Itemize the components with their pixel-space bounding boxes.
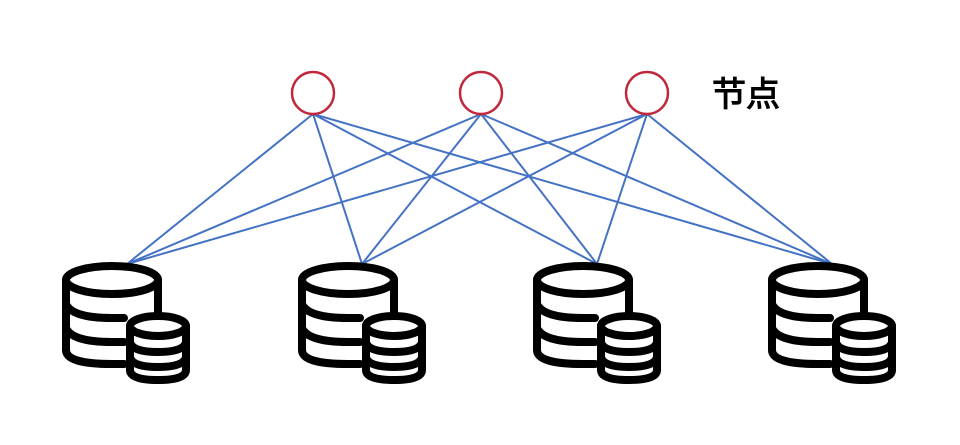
circle-node-icon [458,70,504,116]
edge-line-10 [361,113,648,265]
database-stack-icon [298,262,426,385]
edge-line-2 [312,113,363,265]
edge-line-3 [312,113,598,265]
database-group [62,262,896,385]
database-stack-icon [768,262,896,385]
database-stack-icon [62,262,190,385]
edge-line-11 [596,113,648,265]
database-stack-icon [533,262,661,385]
nodes-label: 节点 [712,75,780,115]
edge-line-6 [361,113,482,265]
edge-line-1 [126,113,314,265]
edge-line-7 [480,113,598,265]
edge-group [126,113,833,265]
edge-line-8 [480,113,833,265]
edge-line-5 [126,113,482,265]
edge-line-12 [646,113,833,265]
circle-node-icon [624,70,670,116]
node-group [290,70,670,116]
edge-line-9 [126,113,648,265]
circle-node-icon [290,70,336,116]
edge-line-4 [312,113,833,265]
